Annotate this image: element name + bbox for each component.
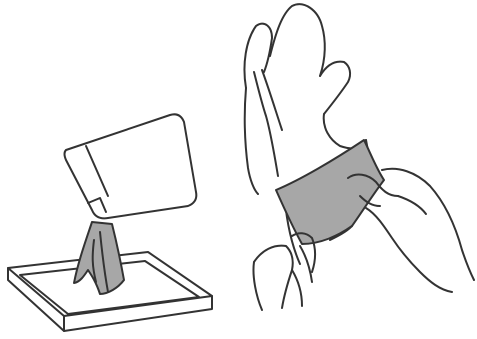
right-panel (244, 4, 474, 310)
wrist-wipe-icon (276, 140, 384, 244)
left-panel (8, 114, 212, 331)
wipe-icon (74, 222, 124, 294)
wipe-packet-icon (65, 114, 197, 218)
